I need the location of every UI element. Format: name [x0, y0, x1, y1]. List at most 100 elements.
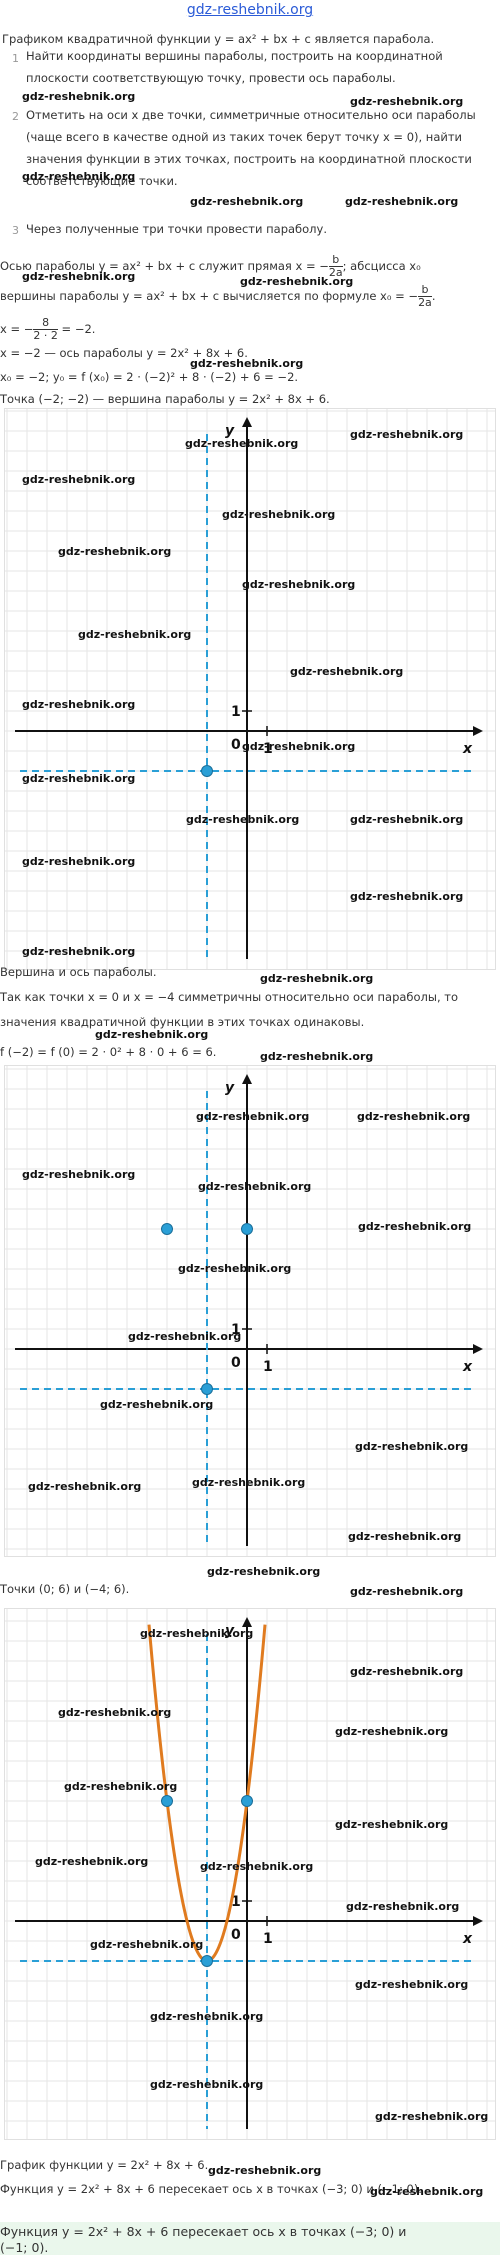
step-text: Через полученные три точки провести пара… [26, 222, 327, 236]
watermark: gdz-reshebnik.org [208, 2164, 322, 2177]
watermark: gdz-reshebnik.org [240, 275, 354, 288]
figure-caption: Вершина и ось параболы. [0, 965, 157, 979]
origin-label: 0 [231, 737, 241, 753]
watermark: gdz-reshebnik.org [350, 95, 464, 108]
data-point [161, 1795, 173, 1807]
watermark: gdz-reshebnik.org [58, 545, 172, 558]
coordinate-plane-3: x y 0 1 1 [5, 1609, 495, 2139]
watermark: gdz-reshebnik.org [22, 170, 136, 183]
watermark: gdz-reshebnik.org [350, 1665, 464, 1678]
graph-parabola: x y 0 1 1 [4, 1608, 496, 2140]
watermark: gdz-reshebnik.org [95, 1028, 209, 1041]
x-axis-arrow [473, 1344, 483, 1354]
watermark: gdz-reshebnik.org [370, 2185, 484, 2198]
x-unit-label: 1 [263, 1931, 273, 1947]
watermark: gdz-reshebnik.org [242, 578, 356, 591]
x-axis-arrow [473, 726, 483, 736]
watermark: gdz-reshebnik.org [22, 270, 136, 283]
watermark: gdz-reshebnik.org [186, 813, 300, 826]
y0-line: x₀ = −2; y₀ = f (x₀) = 2 · (−2)² + 8 · (… [0, 370, 299, 384]
symmetry-line-1: Так как точки x = 0 и x = −4 симметричны… [0, 990, 459, 1004]
axis-formula-line: Осью параболы y = ax² + bx + c служит пр… [0, 253, 421, 279]
watermark: gdz-reshebnik.org [28, 1480, 142, 1493]
data-point [161, 1223, 173, 1235]
step-text: Найти координаты вершины параболы, постр… [26, 49, 443, 85]
watermark: gdz-reshebnik.org [100, 1398, 214, 1411]
watermark: gdz-reshebnik.org [78, 628, 192, 641]
step-number: 3 [12, 224, 19, 237]
step-number: 1 [12, 52, 19, 65]
figure-caption: График функции y = 2x² + 8x + 6. [0, 2158, 209, 2172]
watermark: gdz-reshebnik.org [358, 1220, 472, 1233]
watermark: gdz-reshebnik.org [185, 437, 299, 450]
watermark: gdz-reshebnik.org [178, 1262, 292, 1275]
origin-label: 0 [231, 1927, 241, 1943]
x-unit-label: 1 [263, 741, 273, 757]
watermark: gdz-reshebnik.org [140, 1627, 254, 1640]
watermark: gdz-reshebnik.org [200, 1860, 314, 1873]
x-axis-label: x [462, 1359, 473, 1375]
watermark: gdz-reshebnik.org [357, 1110, 471, 1123]
y-axis-label: y [225, 1623, 235, 1639]
watermark: gdz-reshebnik.org [22, 90, 136, 103]
watermark: gdz-reshebnik.org [22, 945, 136, 958]
intersection-line: Функция y = 2x² + 8x + 6 пересекает ось … [0, 2182, 422, 2196]
watermark: gdz-reshebnik.org [196, 1110, 310, 1123]
function-value-line: f (−2) = f (0) = 2 · 0² + 8 · 0 + 6 = 6. [0, 1045, 217, 1059]
watermark: gdz-reshebnik.org [198, 1180, 312, 1193]
y-unit-label: 1 [231, 1322, 241, 1338]
watermark: gdz-reshebnik.org [335, 1818, 449, 1831]
y-axis-label: y [225, 423, 235, 439]
data-point [201, 1383, 213, 1395]
watermark: gdz-reshebnik.org [22, 855, 136, 868]
watermark: gdz-reshebnik.org [222, 508, 336, 521]
step-text: Отметить на оси x две точки, симметричны… [26, 108, 476, 188]
watermark: gdz-reshebnik.org [260, 1050, 374, 1063]
watermark: gdz-reshebnik.org [345, 195, 459, 208]
x-axis-label: x [462, 1931, 473, 1947]
watermark: gdz-reshebnik.org [290, 665, 404, 678]
watermark: gdz-reshebnik.org [355, 1440, 469, 1453]
watermark: gdz-reshebnik.org [58, 1706, 172, 1719]
vertex-formula-line: вершины параболы y = ax² + bx + c вычисл… [0, 283, 436, 309]
y-unit-label: 1 [231, 1894, 241, 1910]
x-axis-label: x [462, 741, 473, 757]
data-point [241, 1795, 253, 1807]
watermark: gdz-reshebnik.org [260, 972, 374, 985]
watermark: gdz-reshebnik.org [35, 1855, 149, 1868]
watermark: gdz-reshebnik.org [22, 1168, 136, 1181]
watermark: gdz-reshebnik.org [355, 1978, 469, 1991]
watermark: gdz-reshebnik.org [335, 1725, 449, 1738]
watermark: gdz-reshebnik.org [90, 1938, 204, 1951]
y-axis-arrow [242, 1074, 252, 1084]
x-axis-arrow [473, 1916, 483, 1926]
watermark: gdz-reshebnik.org [348, 1530, 462, 1543]
data-point [201, 765, 213, 777]
step-number: 2 [12, 110, 19, 123]
watermark: gdz-reshebnik.org [190, 195, 304, 208]
watermark: gdz-reshebnik.org [22, 772, 136, 785]
y-axis-arrow [242, 1617, 252, 1627]
watermark: gdz-reshebnik.org [22, 698, 136, 711]
answer-box: Функция y = 2x² + 8x + 6 пересекает ось … [0, 2222, 500, 2255]
watermark: gdz-reshebnik.org [64, 1780, 178, 1793]
watermark: gdz-reshebnik.org [350, 1585, 464, 1598]
watermark: gdz-reshebnik.org [350, 428, 464, 441]
watermark: gdz-reshebnik.org [346, 1900, 460, 1913]
y-axis-label: y [225, 1080, 235, 1096]
answer-line-1: Функция y = 2x² + 8x + 6 пересекает ось … [0, 2224, 407, 2239]
watermark: gdz-reshebnik.org [207, 1565, 321, 1578]
site-header[interactable]: gdz-reshebnik.org [186, 2, 314, 18]
watermark: gdz-reshebnik.org [150, 2078, 264, 2091]
watermark: gdz-reshebnik.org [190, 357, 304, 370]
watermark: gdz-reshebnik.org [375, 2110, 489, 2123]
watermark: gdz-reshebnik.org [242, 740, 356, 753]
data-point [241, 1223, 253, 1235]
watermark: gdz-reshebnik.org [350, 813, 464, 826]
watermark: gdz-reshebnik.org [350, 890, 464, 903]
